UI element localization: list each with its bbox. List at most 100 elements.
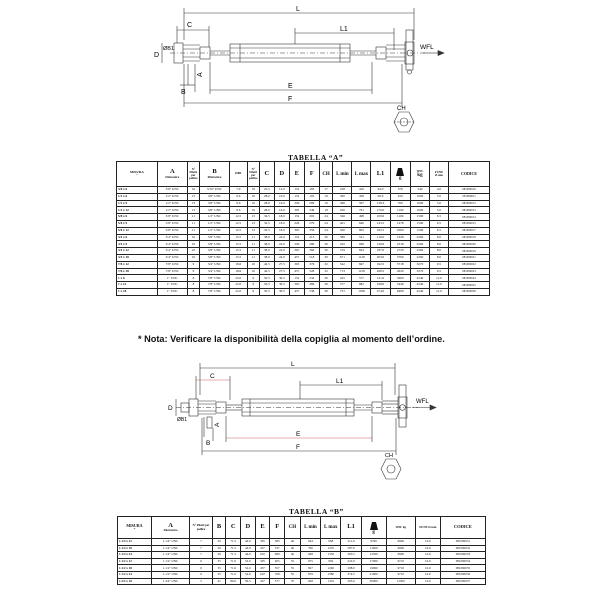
table-cell: 19000 <box>360 564 387 572</box>
table-cell: 152 <box>288 233 305 242</box>
codice-cell: 081090032 <box>439 544 487 553</box>
table-cell: 9.5 <box>428 267 450 276</box>
table-cell: 32.5 <box>258 219 275 228</box>
table-cell: 24.0 <box>273 240 290 249</box>
table-cell: 38.0 <box>258 233 275 242</box>
drawing-b-label-CH: CH <box>385 453 393 459</box>
table-cell: 1100 <box>389 206 411 215</box>
table-cell: 542 <box>332 260 353 269</box>
table-cell: 258 <box>332 186 353 194</box>
table-cell: 847 <box>351 260 372 269</box>
header-d: D <box>273 161 290 187</box>
table-cell: 11.0 <box>428 287 450 296</box>
table-cell: 1158 <box>351 267 372 276</box>
table-cell: 52.0 <box>240 557 256 566</box>
table-cell: 540 <box>409 186 430 194</box>
table-cell: 386 <box>303 281 320 289</box>
table-cell: 16.0 <box>273 199 290 208</box>
misura-cell: 3/4 x 12 <box>116 247 158 255</box>
table-cell: 5.0 <box>428 192 450 201</box>
b-header-misura: MISURA" <box>117 516 152 539</box>
table-cell: 269 <box>303 199 320 208</box>
table-cell: 3/4" UNC <box>156 253 188 262</box>
table-cell: 538 <box>303 287 320 296</box>
table-cell: 30000 <box>360 577 387 586</box>
table-cell: 18.0 <box>273 226 290 235</box>
table-cell: 94.0 <box>370 186 391 194</box>
table-cell: 1478 <box>389 219 411 228</box>
table-cell: 27.5 <box>273 260 290 269</box>
codice-cell: 081090031 <box>439 538 487 546</box>
table-cell: 7/8" UNC <box>156 260 188 269</box>
table-cell: 3/4" UNC <box>156 247 188 255</box>
table-cell: 9 <box>186 260 201 269</box>
table-cell: 713 <box>332 267 353 276</box>
table-cell: 149.0 <box>370 240 391 249</box>
codice-cell: 081090023 <box>448 267 490 276</box>
table-cell: 1.1/2" UNC <box>150 557 191 566</box>
table-cell: 55 <box>284 557 301 566</box>
header-b1: ØB1 <box>228 161 248 187</box>
codice-cell: 081090024 <box>448 274 490 283</box>
table-cell: 4.0 <box>428 186 450 194</box>
drawing-b-label-B: B <box>206 440 210 447</box>
table-cell: 4540 <box>409 287 430 296</box>
table-cell: 1000 <box>409 199 430 208</box>
misura-cell: 3/4 x 18 <box>116 253 158 262</box>
table-cell: 182.5 <box>370 226 391 235</box>
table-cell: 30 <box>318 233 334 242</box>
table-cell: 1.1/2" UNC <box>150 570 191 579</box>
table-cell: 640 <box>351 219 372 228</box>
table-cell: 13 <box>186 199 201 208</box>
table-cell: 17000 <box>360 557 387 566</box>
table-cell: 30 <box>318 253 334 262</box>
table-cell: 5/8" UNC <box>199 247 230 255</box>
table-cell: 410 <box>351 186 372 194</box>
table-cell: 597 <box>351 199 372 208</box>
table-cell: 44.0 <box>240 544 256 553</box>
table-cell: 363.5 <box>340 551 362 559</box>
table-cell: 577 <box>351 274 372 283</box>
codice-cell: 081090035 <box>439 564 487 572</box>
drawing-b-label-L: L <box>291 361 295 368</box>
misura-cell: 5/8 x 12 <box>116 226 158 235</box>
table-cell: 6 <box>189 564 213 572</box>
table-cell: 7/8" UNC <box>199 287 230 296</box>
table-cell: 10 <box>246 267 260 276</box>
weight-icon <box>369 521 378 530</box>
table-cell: 7/8" UNC <box>156 267 188 276</box>
table-cell: 29 <box>211 538 227 546</box>
drawing-b-label-C: C <box>210 373 215 380</box>
b-header-c: C <box>225 516 241 539</box>
table-cell: 16.0 <box>414 551 441 559</box>
table-cell: 30.5 <box>273 274 290 283</box>
table-cell: 24 <box>318 219 334 228</box>
table-cell: 300 <box>332 192 353 201</box>
table-cell: 3600 <box>389 274 411 283</box>
codice-cell: 081090037 <box>439 577 487 586</box>
drawing-a-label-WFL: WFL <box>420 44 434 51</box>
table-cell: 6.5 <box>428 213 450 221</box>
table-cell: 70 <box>284 577 301 586</box>
header-filetti: N° Filetti per pollice <box>186 161 201 187</box>
table-cell: 3/4" UNC <box>199 260 230 269</box>
table-cell: 432 <box>332 240 353 249</box>
table-cell: 109.0 <box>370 213 391 221</box>
table-cell: 5/8" UNC <box>199 253 230 262</box>
drawing-a-label-F: F <box>288 96 292 103</box>
table-cell: 5 <box>189 577 213 586</box>
misura-cell: 1 x 12 <box>116 281 158 289</box>
drawing-a-label-E: E <box>288 83 293 90</box>
header-e: E <box>288 161 305 187</box>
table-cell: 796 <box>299 544 322 553</box>
table-cell: 1100 <box>389 213 411 221</box>
table-cell: 16.0 <box>414 564 441 572</box>
misura-cell: 1/2 x 9 <box>116 199 158 208</box>
table-cell: 5/8" UNC <box>199 240 230 249</box>
table-cell: 305 <box>288 247 305 255</box>
codice-cell: 081090010 <box>448 186 490 194</box>
table-cell: 10 <box>186 233 201 242</box>
table-cell: 11 <box>186 219 201 228</box>
